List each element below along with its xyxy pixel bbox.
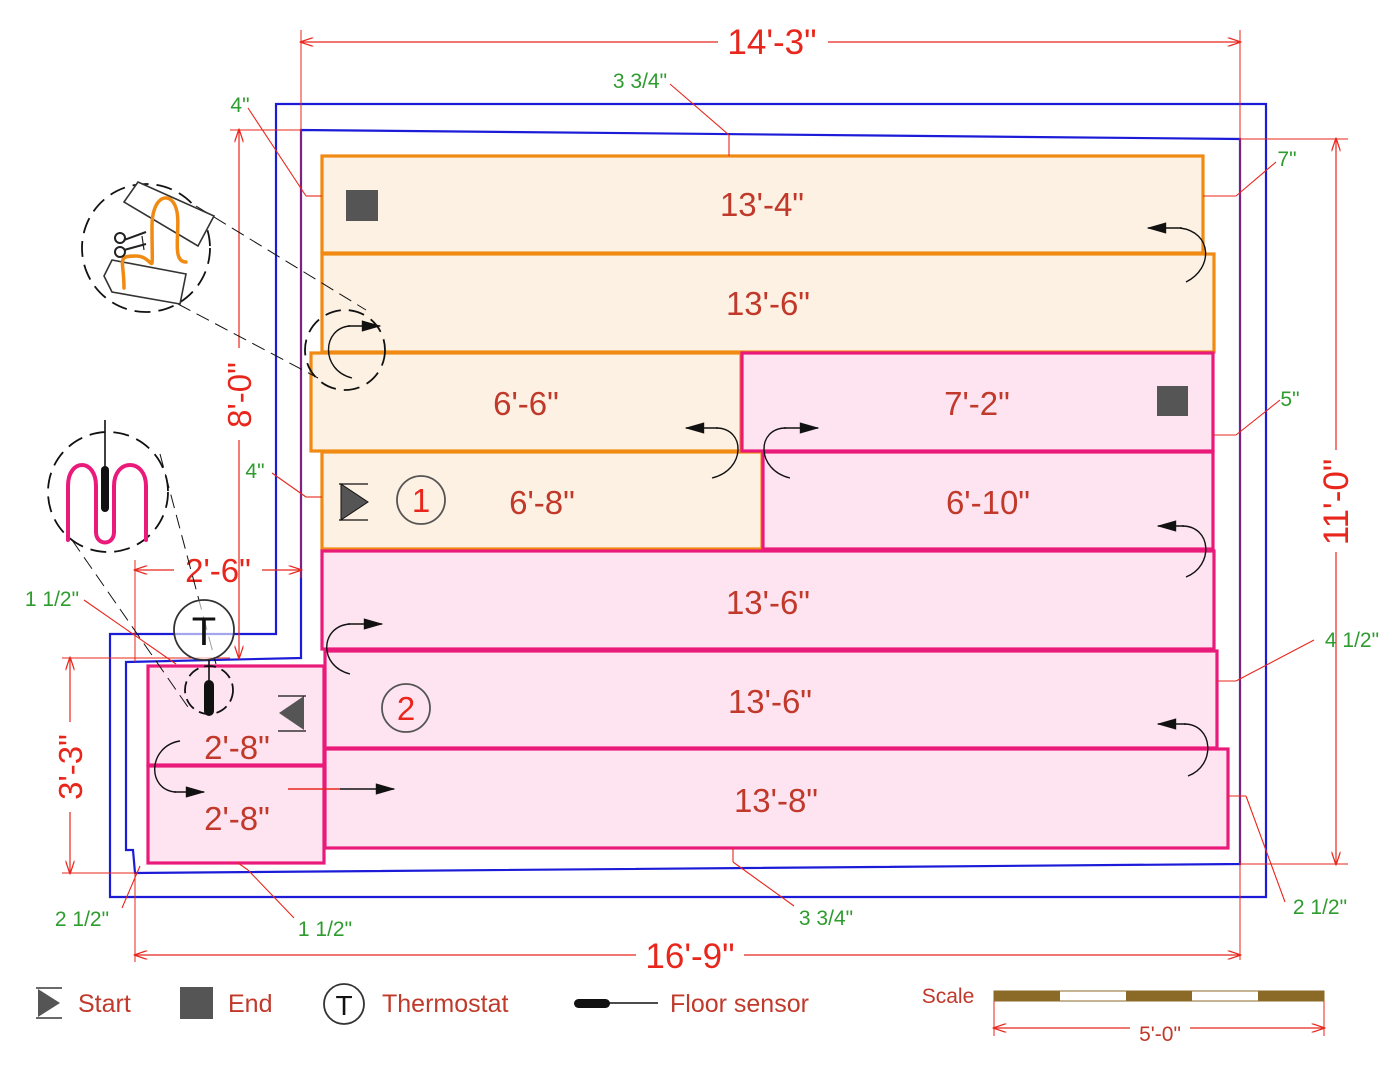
note-bottom-notch: 1 1/2" bbox=[298, 918, 352, 941]
outer-wall bbox=[108, 102, 1268, 899]
note-right-middle: 5" bbox=[1280, 388, 1299, 411]
scale-label: Scale bbox=[922, 985, 975, 1008]
legend-start: Start bbox=[36, 987, 131, 1019]
run-c2-1 bbox=[740, 351, 1215, 453]
run-label: 13'-6" bbox=[726, 584, 810, 621]
note-right-lower: 4 1/2" bbox=[1325, 629, 1379, 652]
legend: Start End T Thermostat Floor sensor bbox=[36, 983, 809, 1025]
note-left-middle: 4" bbox=[245, 460, 264, 483]
note-bottom-right: 2 1/2" bbox=[1293, 896, 1347, 919]
run-label: 6'-8" bbox=[509, 484, 575, 521]
note-bottom-left: 2 1/2" bbox=[55, 908, 109, 931]
run-c1-4 bbox=[320, 450, 764, 551]
legend-floor-sensor-label: Floor sensor bbox=[670, 990, 809, 1018]
run-c1-3 bbox=[309, 351, 743, 453]
clearance-notes: 3 3/4" 4" 7" 5" 4" 4 1/2" 1 1/2" 2 1/2" … bbox=[25, 70, 1379, 941]
turn-arrow-icon bbox=[327, 320, 382, 379]
turn-arrow-icon bbox=[1156, 520, 1207, 578]
thermostat-symbol: T bbox=[192, 610, 216, 654]
dimensions: 14'-3" 16'-9" 11'-0" 8'-0" 3'-3" 2'-6" bbox=[52, 23, 1356, 976]
cable-detail-icon bbox=[103, 180, 216, 305]
dimension-bottom-width: 16'-9" bbox=[645, 937, 734, 976]
turn-arrow-icon bbox=[684, 422, 739, 479]
run-label: 6'-10" bbox=[946, 484, 1030, 521]
run-label: 2'-8" bbox=[204, 729, 270, 766]
floor-sensor-icon bbox=[101, 420, 109, 512]
scale-length: 5'-0" bbox=[1139, 1023, 1181, 1046]
thermostat-icon: T bbox=[323, 983, 365, 1025]
run-label: 13'-4" bbox=[720, 186, 804, 223]
dimension-notch-width: 2'-6" bbox=[185, 552, 251, 589]
run-label: 6'-6" bbox=[493, 385, 559, 422]
start-triangle-icon bbox=[278, 695, 306, 732]
start-triangle-icon bbox=[36, 987, 62, 1019]
run-labels: 13'-4" 13'-6" 6'-6" 6'-8" 7'-2" 6'-10" 1… bbox=[204, 186, 1030, 837]
legend-floor-sensor: Floor sensor bbox=[574, 990, 809, 1018]
turn-arrow-icon bbox=[326, 618, 384, 675]
note-top: 3 3/4" bbox=[613, 70, 667, 93]
run-label: 13'-6" bbox=[728, 683, 812, 720]
start-triangle-icon bbox=[339, 483, 369, 521]
legend-end-label: End bbox=[228, 990, 272, 1018]
turn-arrow-icon bbox=[1156, 718, 1209, 777]
dimension-left-upper-height: 8'-0" bbox=[221, 362, 258, 428]
scissors-icon bbox=[114, 231, 147, 258]
run-c2-2 bbox=[761, 450, 1215, 551]
dimension-top-width: 14'-3" bbox=[727, 23, 816, 62]
turn-arrows bbox=[154, 222, 1209, 798]
turn-arrow-icon bbox=[1146, 222, 1207, 283]
note-right-top: 7" bbox=[1277, 148, 1296, 171]
circuit-number-2: 2 bbox=[381, 683, 431, 733]
run-c2-3 bbox=[320, 549, 1216, 651]
note-bottom: 3 3/4" bbox=[799, 907, 853, 930]
run-label: 13'-8" bbox=[734, 782, 818, 819]
floor-sensor-icon bbox=[574, 999, 658, 1008]
circuit-number: 1 bbox=[412, 482, 430, 519]
dimension-right-height: 11'-0" bbox=[1317, 459, 1356, 546]
run-c1-2 bbox=[320, 252, 1216, 354]
run-c1-1 bbox=[320, 154, 1205, 255]
run-label: 7'-2" bbox=[944, 385, 1010, 422]
run-c2-7 bbox=[146, 764, 326, 865]
thermostat-icon: T bbox=[173, 599, 235, 661]
note-notch-left: 1 1/2" bbox=[25, 588, 79, 611]
heating-runs bbox=[146, 154, 1230, 865]
end-square-icon bbox=[1157, 386, 1188, 416]
legend-start-label: Start bbox=[78, 990, 131, 1018]
cut-detail-callout bbox=[81, 180, 386, 391]
turn-arrow-icon bbox=[763, 422, 820, 479]
run-c2-5 bbox=[323, 747, 1230, 850]
circuit-number-1: 1 bbox=[396, 475, 446, 525]
end-square-icon bbox=[346, 190, 378, 221]
note-top-left: 4" bbox=[230, 94, 249, 117]
legend-thermostat: T Thermostat bbox=[323, 983, 508, 1025]
turn-arrow-icon bbox=[154, 740, 206, 798]
run-label: 13'-6" bbox=[726, 285, 810, 322]
scale-bar: Scale 5'-0" bbox=[922, 985, 1324, 1046]
circuit-number: 2 bbox=[397, 690, 415, 727]
dimension-left-lower-height: 3'-3" bbox=[52, 734, 89, 800]
thermostat-symbol: T bbox=[335, 990, 352, 1021]
legend-end: End bbox=[180, 987, 272, 1019]
legend-thermostat-label: Thermostat bbox=[382, 990, 508, 1018]
floor-sensor-icon bbox=[204, 660, 214, 716]
end-square-icon bbox=[180, 987, 213, 1019]
cable-detail-icon bbox=[66, 463, 148, 545]
run-label: 2'-8" bbox=[204, 800, 270, 837]
